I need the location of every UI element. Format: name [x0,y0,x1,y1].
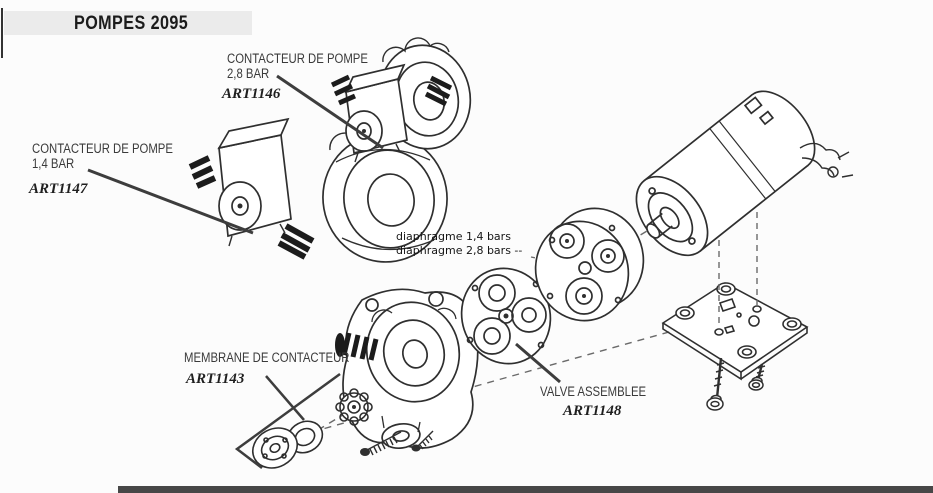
title-banner: POMPES 2095 [4,11,252,35]
motor-wires [799,142,854,178]
annotation-diaphragme: diaphragme 1,4 bars diaphragme 2,8 bars … [396,230,522,257]
pump-switch-1-4bar [188,117,448,263]
scan-edge-artifact [1,8,3,58]
callout-line: CONTACTEUR DE POMPE [32,141,173,156]
callout-membrane: MEMBRANE DE CONTACTEUR [184,350,350,365]
motor-alignment-lines [718,212,758,330]
port-ribs [330,74,453,107]
page-title: POMPES 2095 [74,13,189,34]
inlet-port-ribs [341,332,379,361]
mounting-screws [706,357,766,411]
motor [635,90,854,257]
ref-art1147: ART1147 [29,181,88,197]
valve-assembly [534,207,645,322]
callout-valve: VALVE ASSEMBLEE [540,384,647,399]
leader-lines [87,74,561,469]
pump-head-housing [335,288,479,450]
callout-contacteur-28bar: CONTACTEUR DE POMPE 2,8 BAR [227,51,368,81]
diaphragm-plate [460,267,552,365]
ref-art1143: ART1143 [186,371,245,387]
callout-line: 2,8 BAR [227,66,270,81]
membrane-seals [252,388,434,469]
ref-art1148: ART1148 [563,403,622,419]
small-screw-with-spring [360,431,402,456]
mounting-base-plate [661,282,809,381]
callout-line: 1,4 BAR [32,156,75,171]
port-ribs [188,155,315,260]
callout-line: CONTACTEUR DE POMPE [227,51,368,66]
small-screw [411,430,434,452]
pump-switch-2-8bar [330,37,472,163]
annotation-line: diaphragme 2,8 bars -- [396,243,523,257]
rubber-foot-grommet [675,282,802,359]
callout-contacteur-14bar: CONTACTEUR DE POMPE 1,4 BAR [32,141,173,171]
bottom-bar [118,486,933,493]
ref-art1146: ART1146 [222,86,281,102]
annotation-line: diaphragme 1,4 bars [396,230,511,243]
